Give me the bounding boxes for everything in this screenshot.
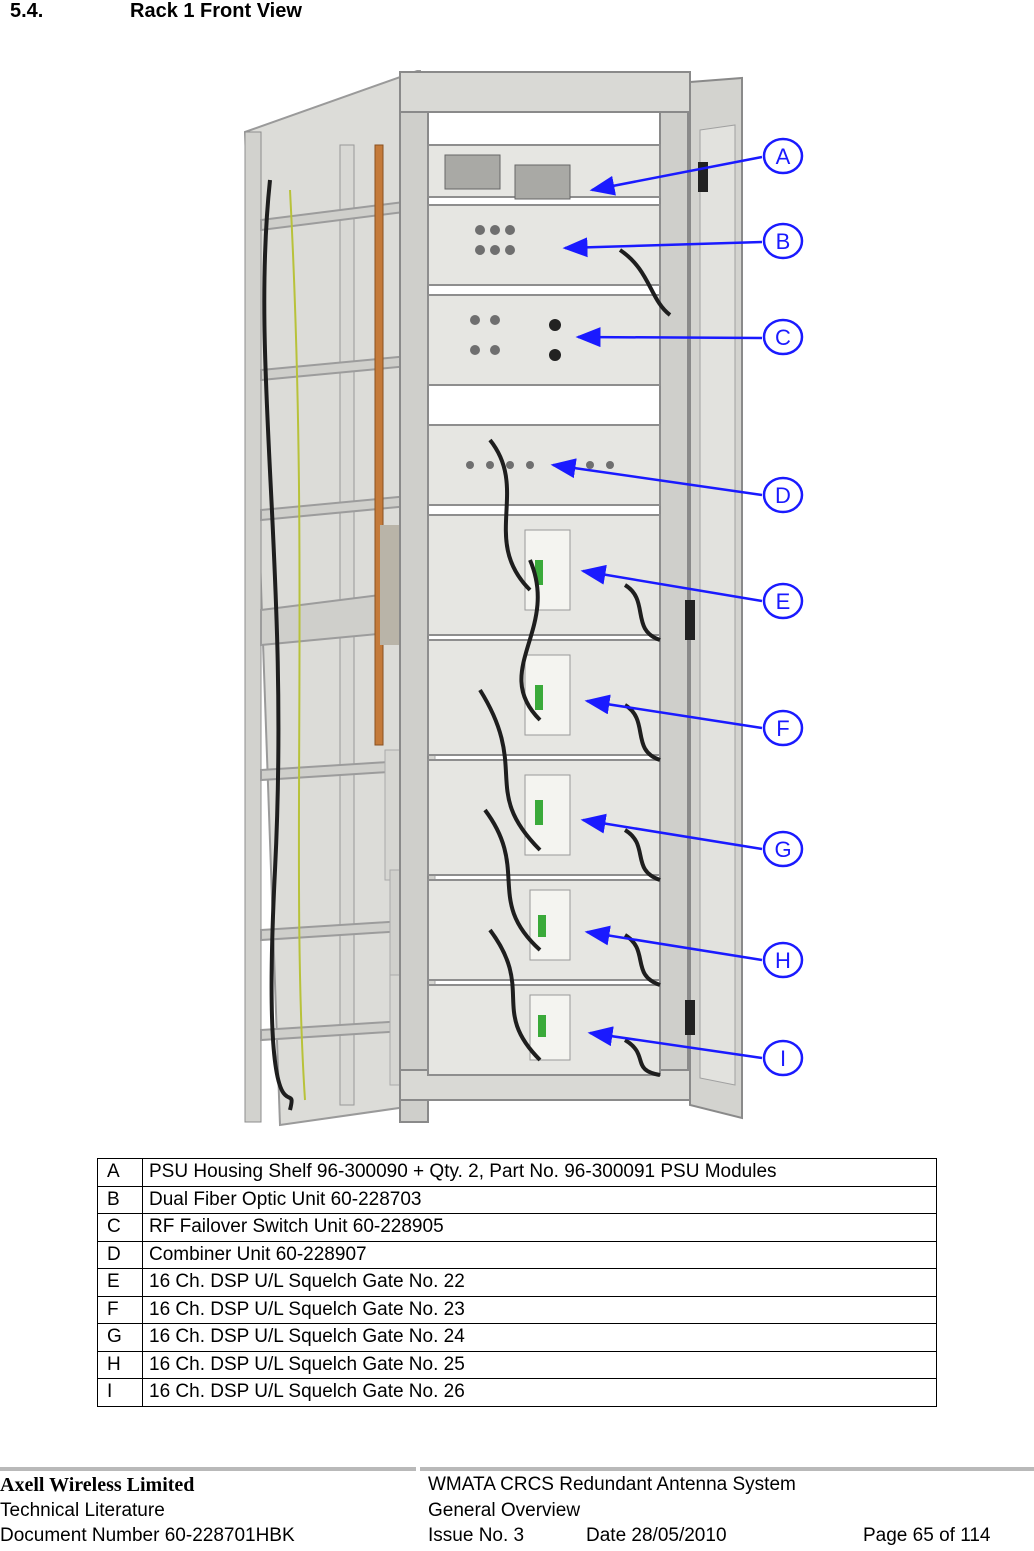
row-key: C xyxy=(97,1213,143,1242)
callout-bubble-a xyxy=(762,137,804,175)
callout-bubble-h xyxy=(762,941,804,979)
row-key: F xyxy=(97,1295,143,1324)
footer-rule xyxy=(0,1467,1034,1471)
footer-date: Date 28/05/2010 xyxy=(586,1525,727,1546)
footer-issue: Issue No. 3 xyxy=(428,1525,525,1546)
row-desc: Combiner Unit 60-228907 xyxy=(142,1240,937,1269)
callout-label-g: G xyxy=(774,837,791,862)
row-key: A xyxy=(97,1158,143,1187)
callout-label-f: F xyxy=(776,716,789,741)
row-key: B xyxy=(97,1185,143,1214)
section-number: 5.4. xyxy=(10,0,44,22)
callout-bubble-f xyxy=(762,709,804,747)
row-key: G xyxy=(97,1323,143,1352)
row-key: E xyxy=(97,1268,143,1297)
callout-bubble-i xyxy=(762,1039,804,1077)
section-title: Rack 1 Front View xyxy=(130,0,302,22)
footer-page: Page 65 of 114 xyxy=(863,1525,991,1546)
rack-photo xyxy=(243,70,743,1127)
footer-literature: Technical Literature xyxy=(0,1500,165,1521)
row-key: H xyxy=(97,1350,143,1379)
section-heading: 5.4. Rack 1 Front View xyxy=(10,0,302,23)
row-desc: RF Failover Switch Unit 60-228905 xyxy=(142,1213,937,1242)
row-desc: Dual Fiber Optic Unit 60-228703 xyxy=(142,1185,937,1214)
row-key: D xyxy=(97,1240,143,1269)
footer-company: Axell Wireless Limited xyxy=(0,1474,195,1496)
row-key: I xyxy=(97,1378,143,1407)
callout-label-h: H xyxy=(775,948,791,973)
row-desc: 16 Ch. DSP U/L Squelch Gate No. 22 xyxy=(142,1268,937,1297)
callout-label-a: A xyxy=(776,144,791,169)
callout-bubble-d xyxy=(762,476,804,514)
footer-overview: General Overview xyxy=(428,1500,581,1521)
callout-label-e: E xyxy=(776,589,791,614)
callout-label-d: D xyxy=(775,483,791,508)
row-desc: 16 Ch. DSP U/L Squelch Gate No. 25 xyxy=(142,1350,937,1379)
callout-bubble-e xyxy=(762,582,804,620)
row-desc: 16 Ch. DSP U/L Squelch Gate No. 24 xyxy=(142,1323,937,1352)
footer-doc-number: Document Number 60-228701HBK xyxy=(0,1525,295,1546)
callout-bubble-g xyxy=(762,830,804,868)
callout-label-c: C xyxy=(775,325,791,350)
row-desc: 16 Ch. DSP U/L Squelch Gate No. 26 xyxy=(142,1378,937,1407)
callout-bubble-b xyxy=(762,222,804,260)
row-desc: 16 Ch. DSP U/L Squelch Gate No. 23 xyxy=(142,1295,937,1324)
row-desc: PSU Housing Shelf 96-300090 + Qty. 2, Pa… xyxy=(142,1158,937,1187)
callout-bubble-c xyxy=(762,318,804,356)
footer-system: WMATA CRCS Redundant Antenna System xyxy=(428,1474,796,1495)
callout-label-b: B xyxy=(776,229,791,254)
callout-label-i: I xyxy=(780,1046,786,1071)
